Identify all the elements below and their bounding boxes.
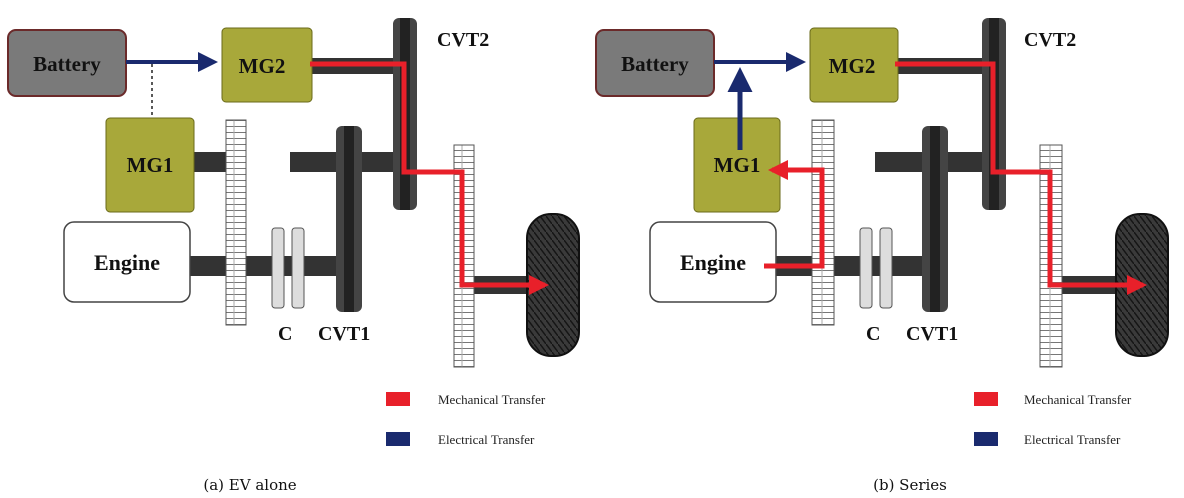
cvt2-label: CVT2 <box>437 29 489 51</box>
mechanical-path <box>310 61 549 295</box>
legend-electrical-label: Electrical Transfer <box>1024 432 1121 447</box>
legend-electrical-label: Electrical Transfer <box>438 432 535 447</box>
mg1-gear <box>225 119 247 326</box>
mg2-label: MG2 <box>829 54 876 78</box>
engine-label: Engine <box>94 250 160 275</box>
clutch-label: C <box>866 323 880 345</box>
legend-mechanical-label: Mechanical Transfer <box>1024 392 1132 407</box>
battery-label: Battery <box>33 52 101 76</box>
mechanical-path-engine-mg1 <box>764 160 825 269</box>
engine-label: Engine <box>680 250 746 275</box>
mg1-block <box>105 117 195 213</box>
battery-label: Battery <box>621 52 689 76</box>
caption-b: (b) Series <box>873 476 947 494</box>
caption-a: (a) EV alone <box>203 476 296 494</box>
legend-electrical-swatch <box>974 432 998 446</box>
clutch-plate-left <box>271 227 285 309</box>
clutch-label: C <box>278 323 292 345</box>
mg2-label: MG2 <box>239 54 286 78</box>
engine-shaft <box>190 256 350 276</box>
clutch-plate-right <box>879 227 893 309</box>
cvt2-label: CVT2 <box>1024 29 1076 51</box>
legend-electrical-swatch <box>386 432 410 446</box>
mg1-label: MG1 <box>127 153 174 177</box>
legend-mechanical-swatch <box>974 392 998 406</box>
mechanical-path-mg2-wheel <box>895 61 1147 295</box>
panel-ev-alone: Battery MG2 MG1 Engine CVT2 C CVT1 Mecha… <box>7 18 580 494</box>
cvt1-label: CVT1 <box>906 323 958 345</box>
clutch-plate-right <box>291 227 305 309</box>
engine-block <box>649 221 777 303</box>
clutch-plate-left <box>859 227 873 309</box>
mg1-label: MG1 <box>714 153 761 177</box>
legend-mechanical-swatch <box>386 392 410 406</box>
engine-block <box>63 221 191 303</box>
legend-mechanical-label: Mechanical Transfer <box>438 392 546 407</box>
panel-series: Battery MG2 MG1 Engine CVT2 C CVT1 Mecha… <box>595 18 1169 494</box>
mg1-shaft <box>190 152 226 172</box>
cvt1-label: CVT1 <box>318 323 370 345</box>
